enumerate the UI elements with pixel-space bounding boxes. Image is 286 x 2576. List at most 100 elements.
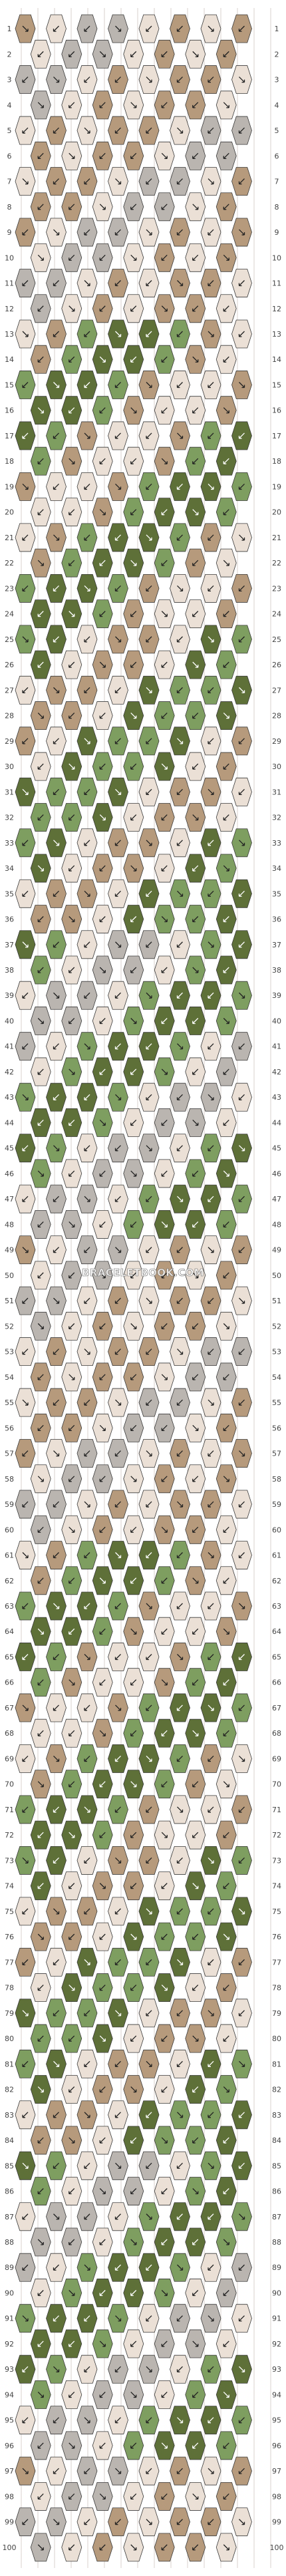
knot	[46, 1388, 67, 1417]
knot	[30, 905, 51, 933]
row-number: 24	[5, 610, 14, 619]
row-number: 74	[5, 1882, 14, 1891]
knot	[15, 371, 36, 399]
knot	[154, 1261, 175, 1290]
knot	[61, 1566, 82, 1595]
knot	[185, 1261, 206, 1290]
knot	[154, 446, 175, 476]
knot-arrow-icon	[208, 992, 214, 999]
knot-arrow-icon	[239, 840, 245, 846]
row-number: 55	[5, 1398, 14, 1407]
knot-arrow-icon	[53, 738, 59, 744]
knot-arrow-icon	[238, 788, 245, 795]
knot-arrow-icon	[37, 1119, 44, 1126]
knot	[92, 1820, 113, 1850]
knot	[46, 2049, 67, 2078]
row-number: 59	[5, 1500, 14, 1509]
knot	[92, 243, 113, 272]
knot-arrow-icon	[22, 738, 29, 744]
knot-arrow-icon	[69, 2493, 75, 2500]
knot	[15, 675, 36, 705]
knot	[200, 1897, 221, 1926]
knot-arrow-icon	[53, 1959, 59, 1966]
knot-arrow-icon	[208, 127, 214, 134]
row-number: 95	[5, 2416, 14, 2425]
knot-arrow-icon	[208, 2366, 214, 2372]
knot-arrow-icon	[238, 890, 245, 897]
knot-arrow-icon	[176, 77, 183, 83]
knot	[154, 2482, 175, 2511]
knot	[138, 879, 160, 908]
knot-arrow-icon	[238, 280, 245, 287]
knot-arrow-icon	[130, 1730, 137, 1736]
knot-arrow-icon	[161, 102, 168, 108]
row-number: 85	[272, 2162, 281, 2170]
knot-arrow-icon	[146, 382, 152, 389]
knot-arrow-icon	[238, 1704, 245, 1711]
knot	[154, 243, 175, 272]
knot-arrow-icon	[22, 636, 29, 643]
row-number: 12	[272, 305, 281, 313]
knot-arrow-icon	[239, 1755, 245, 1762]
knot-arrow-icon	[208, 483, 214, 490]
knot	[30, 2431, 51, 2460]
row-number: 78	[5, 1984, 14, 1993]
row-number: 23	[5, 584, 14, 593]
knot	[154, 345, 175, 374]
knot-arrow-icon	[146, 2112, 152, 2118]
knot-arrow-icon	[84, 2468, 90, 2474]
knot-arrow-icon	[146, 2213, 152, 2220]
knot	[76, 1184, 98, 1213]
knot-arrow-icon	[99, 1018, 106, 1025]
knot-arrow-icon	[238, 127, 245, 134]
knot-arrow-icon	[130, 814, 137, 821]
knot	[123, 2380, 144, 2409]
knot	[92, 2227, 113, 2257]
knot-arrow-icon	[37, 1476, 44, 1482]
knot-arrow-icon	[192, 865, 199, 872]
knot	[138, 269, 160, 297]
knot	[200, 2049, 221, 2078]
knot-arrow-icon	[223, 1476, 229, 1482]
knot	[15, 1693, 36, 1722]
knot-arrow-icon	[69, 1933, 75, 1940]
knot	[108, 777, 128, 806]
knot	[154, 498, 175, 527]
knot-arrow-icon	[192, 1730, 199, 1736]
row-number: 77	[5, 1958, 14, 1967]
knot	[76, 319, 98, 349]
knot	[231, 2456, 252, 2486]
knot	[92, 752, 113, 781]
knot-arrow-icon	[223, 254, 229, 261]
knot-arrow-icon	[146, 840, 152, 846]
knot-arrow-icon	[146, 636, 152, 643]
knot	[108, 1693, 128, 1722]
row-number: 58	[5, 1475, 14, 1484]
knot-arrow-icon	[114, 229, 121, 236]
knot	[154, 141, 175, 170]
knot	[138, 319, 160, 349]
knot-arrow-icon	[176, 331, 183, 337]
knot	[170, 1337, 190, 1367]
knot	[154, 650, 175, 679]
knot	[108, 1897, 128, 1926]
row-number: 6	[7, 152, 12, 160]
knot-arrow-icon	[69, 967, 75, 973]
row-number: 68	[5, 1729, 14, 1738]
knot	[108, 573, 128, 603]
row-number: 69	[272, 1754, 281, 1763]
row-number: 40	[5, 1017, 14, 1025]
knot	[154, 1718, 175, 1748]
knot-arrow-icon	[99, 1832, 106, 1838]
knot-arrow-icon	[223, 916, 229, 923]
knot-arrow-icon	[114, 840, 121, 846]
knot-arrow-icon	[84, 25, 90, 32]
knot-arrow-icon	[99, 254, 106, 261]
knot	[15, 1846, 36, 1875]
knot	[215, 803, 237, 832]
knot	[231, 472, 252, 501]
knot-arrow-icon	[223, 611, 229, 617]
knot-arrow-icon	[115, 2010, 122, 2016]
knot	[170, 1439, 190, 1468]
knot-arrow-icon	[146, 1704, 152, 1711]
